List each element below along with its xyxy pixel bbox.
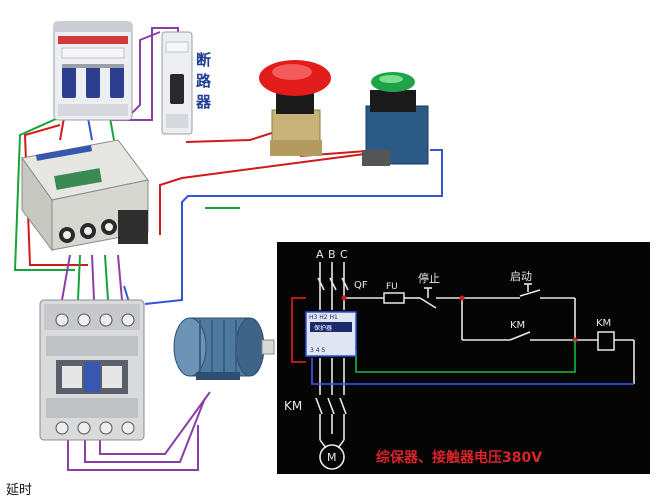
schematic-green-wire	[355, 340, 576, 373]
electric-motor	[173, 317, 275, 380]
wire-bundle-5	[117, 254, 123, 301]
qf-label: QF	[354, 280, 368, 291]
wire-bottom-purple-2	[84, 397, 206, 463]
stop-label: 停止	[418, 271, 440, 285]
schematic-protector-box	[305, 311, 357, 357]
contactor	[39, 299, 145, 441]
schematic-blue-wire	[311, 358, 634, 385]
stop-button	[259, 60, 331, 156]
wire-bundle-1	[61, 254, 71, 301]
three-pole-breaker	[53, 21, 133, 121]
wire-breaker-relay-1	[59, 117, 65, 141]
motor-label: M	[327, 451, 337, 464]
phase-a-label: A	[316, 248, 324, 261]
wire-breaker-relay-3	[109, 117, 115, 141]
schematic-protector-band	[310, 322, 352, 332]
schematic-caption: 综保器、接触器电压380V	[376, 449, 542, 466]
phase-b-label: B	[328, 248, 336, 261]
schematic-panel: A B C QF FU 停止 启动 KM KM KM H3 H2 H1 保护器 …	[277, 242, 650, 474]
schematic-red-loop	[291, 297, 306, 363]
wire-bundle-4	[104, 254, 109, 301]
schematic-background	[277, 242, 650, 474]
wire-bundle-3	[91, 254, 95, 301]
wire-bottom-purple	[67, 425, 199, 471]
schematic-motor-symbol	[319, 444, 345, 470]
wire-green-left	[13, 117, 75, 271]
wire-blue-long	[144, 149, 443, 305]
wire-bundle-2	[77, 254, 81, 301]
protector-terminals-bottom: 3 4 5	[310, 347, 325, 354]
schematic-fuse	[383, 292, 405, 304]
breaker-label: 断路器	[196, 51, 212, 111]
single-pole-breaker	[161, 31, 193, 135]
bottom-label: 延时	[6, 483, 33, 498]
protector-label: 保护器	[314, 324, 332, 332]
fu-label: FU	[386, 282, 398, 292]
phase-c-label: C	[340, 248, 348, 261]
protector-terminals-top: H3 H2 H1	[309, 314, 338, 321]
schematic-phase-lines	[315, 262, 635, 449]
wire-red-breaker-to-stop	[185, 131, 276, 143]
wire-bottom-purple-3	[99, 391, 211, 455]
junction-dot-3	[341, 295, 347, 301]
motor-protector-relay	[21, 139, 149, 252]
wire-breaker-relay-2	[87, 117, 93, 141]
km-hold-label: KM	[510, 320, 525, 331]
start-button	[362, 72, 429, 166]
start-label: 启动	[510, 270, 532, 283]
km-main-label: KM	[284, 399, 302, 413]
km-coil-label: KM	[596, 318, 611, 329]
junction-dot-1	[459, 295, 465, 301]
schematic-km-coil	[597, 331, 615, 351]
wire-red-long	[159, 151, 381, 235]
